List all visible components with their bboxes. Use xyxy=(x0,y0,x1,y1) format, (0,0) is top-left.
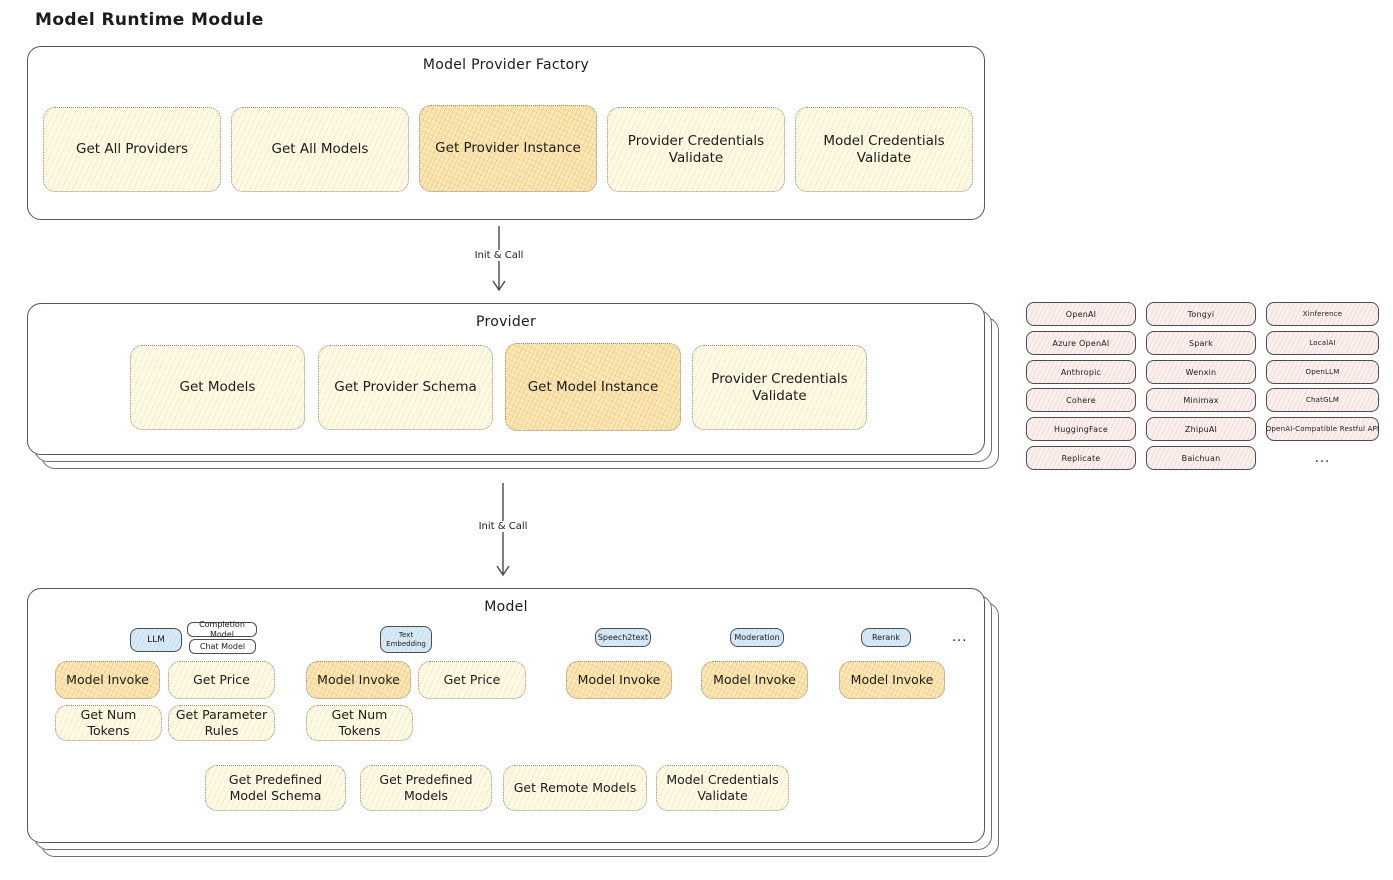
tag-rerank: Rerank xyxy=(861,628,911,647)
factory-title: Model Provider Factory xyxy=(422,57,590,73)
provider-chip-localai: LocalAI xyxy=(1266,331,1379,355)
model-box: Model LLM Completion Model Chat Model Te… xyxy=(27,588,999,857)
provider-chip-openai: OpenAI xyxy=(1026,302,1136,326)
provider-chip-huggingface: HuggingFace xyxy=(1026,417,1136,441)
node-get-provider-schema: Get Provider Schema xyxy=(318,345,493,430)
node-get-provider-instance: Get Provider Instance xyxy=(419,105,597,192)
node-get-price-llm: Get Price xyxy=(168,661,275,699)
provider-chip-cohere: Cohere xyxy=(1026,388,1136,412)
init-call-label-2: Init & Call xyxy=(474,521,532,532)
init-call-label-1: Init & Call xyxy=(470,250,528,261)
provider-chip-xinference: Xinference xyxy=(1266,302,1379,326)
node-model-invoke-rerank: Model Invoke xyxy=(839,661,945,699)
provider-chip-tongyi: Tongyi xyxy=(1146,302,1256,326)
provider-chip-openai-compatible: OpenAI-Compatible Restful API xyxy=(1266,417,1379,441)
node-get-predefined-models: Get Predefined Models xyxy=(360,765,492,811)
node-get-models: Get Models xyxy=(130,345,305,430)
providers-more-ellipsis: ... xyxy=(1314,450,1331,466)
node-get-predefined-model-schema: Get Predefined Model Schema xyxy=(205,765,346,811)
provider-title: Provider xyxy=(475,314,537,330)
tag-speech2text: Speech2text xyxy=(595,628,651,647)
provider-chip-zhipuai: ZhipuAI xyxy=(1146,417,1256,441)
node-provider-credentials-validate: Provider Credentials Validate xyxy=(607,107,785,192)
node-get-all-models: Get All Models xyxy=(231,107,409,192)
provider-chip-minimax: Minimax xyxy=(1146,388,1256,412)
provider-chip-anthropic: Anthropic xyxy=(1026,360,1136,384)
tag-completion-model: Completion Model xyxy=(187,620,257,639)
model-tags-ellipsis: ... xyxy=(952,630,968,645)
tag-moderation: Moderation xyxy=(730,628,784,647)
page-title: Model Runtime Module xyxy=(35,10,264,30)
node-model-invoke-embedding: Model Invoke xyxy=(306,661,411,699)
provider-chip-openllm: OpenLLM xyxy=(1266,360,1379,384)
provider-chip-spark: Spark xyxy=(1146,331,1256,355)
node-provider-credentials-validate-2: Provider Credentials Validate xyxy=(692,345,867,430)
node-get-price-embedding: Get Price xyxy=(418,661,526,699)
node-model-credentials-validate-model: Model Credentials Validate xyxy=(656,765,789,811)
provider-chip-chatglm: ChatGLM xyxy=(1266,388,1379,412)
node-model-credentials-validate: Model Credentials Validate xyxy=(795,107,973,192)
node-get-num-tokens-llm: Get Num Tokens xyxy=(55,705,162,741)
node-get-remote-models: Get Remote Models xyxy=(503,765,647,811)
node-get-parameter-rules: Get Parameter Rules xyxy=(168,705,275,741)
node-model-invoke-llm: Model Invoke xyxy=(55,661,160,699)
node-get-model-instance: Get Model Instance xyxy=(505,343,681,431)
tag-llm: LLM xyxy=(130,628,182,652)
node-get-all-providers: Get All Providers xyxy=(43,107,221,192)
providers-grid: OpenAI Azure OpenAI Anthropic Cohere Hug… xyxy=(1026,302,1382,474)
node-model-invoke-speech2text: Model Invoke xyxy=(566,661,672,699)
factory-box: Model Provider Factory Get All Providers… xyxy=(27,46,985,220)
provider-chip-baichuan: Baichuan xyxy=(1146,446,1256,470)
tag-chat-model: Chat Model xyxy=(189,639,256,654)
node-model-invoke-moderation: Model Invoke xyxy=(701,661,808,699)
provider-chip-azure-openai: Azure OpenAI xyxy=(1026,331,1136,355)
provider-box: Provider Get Models Get Provider Schema … xyxy=(27,303,999,469)
provider-chip-wenxin: Wenxin xyxy=(1146,360,1256,384)
node-get-num-tokens-embedding: Get Num Tokens xyxy=(306,705,413,741)
tag-text-embedding: Text Embedding xyxy=(380,626,432,653)
provider-chip-replicate: Replicate xyxy=(1026,446,1136,470)
model-title: Model xyxy=(484,599,528,615)
